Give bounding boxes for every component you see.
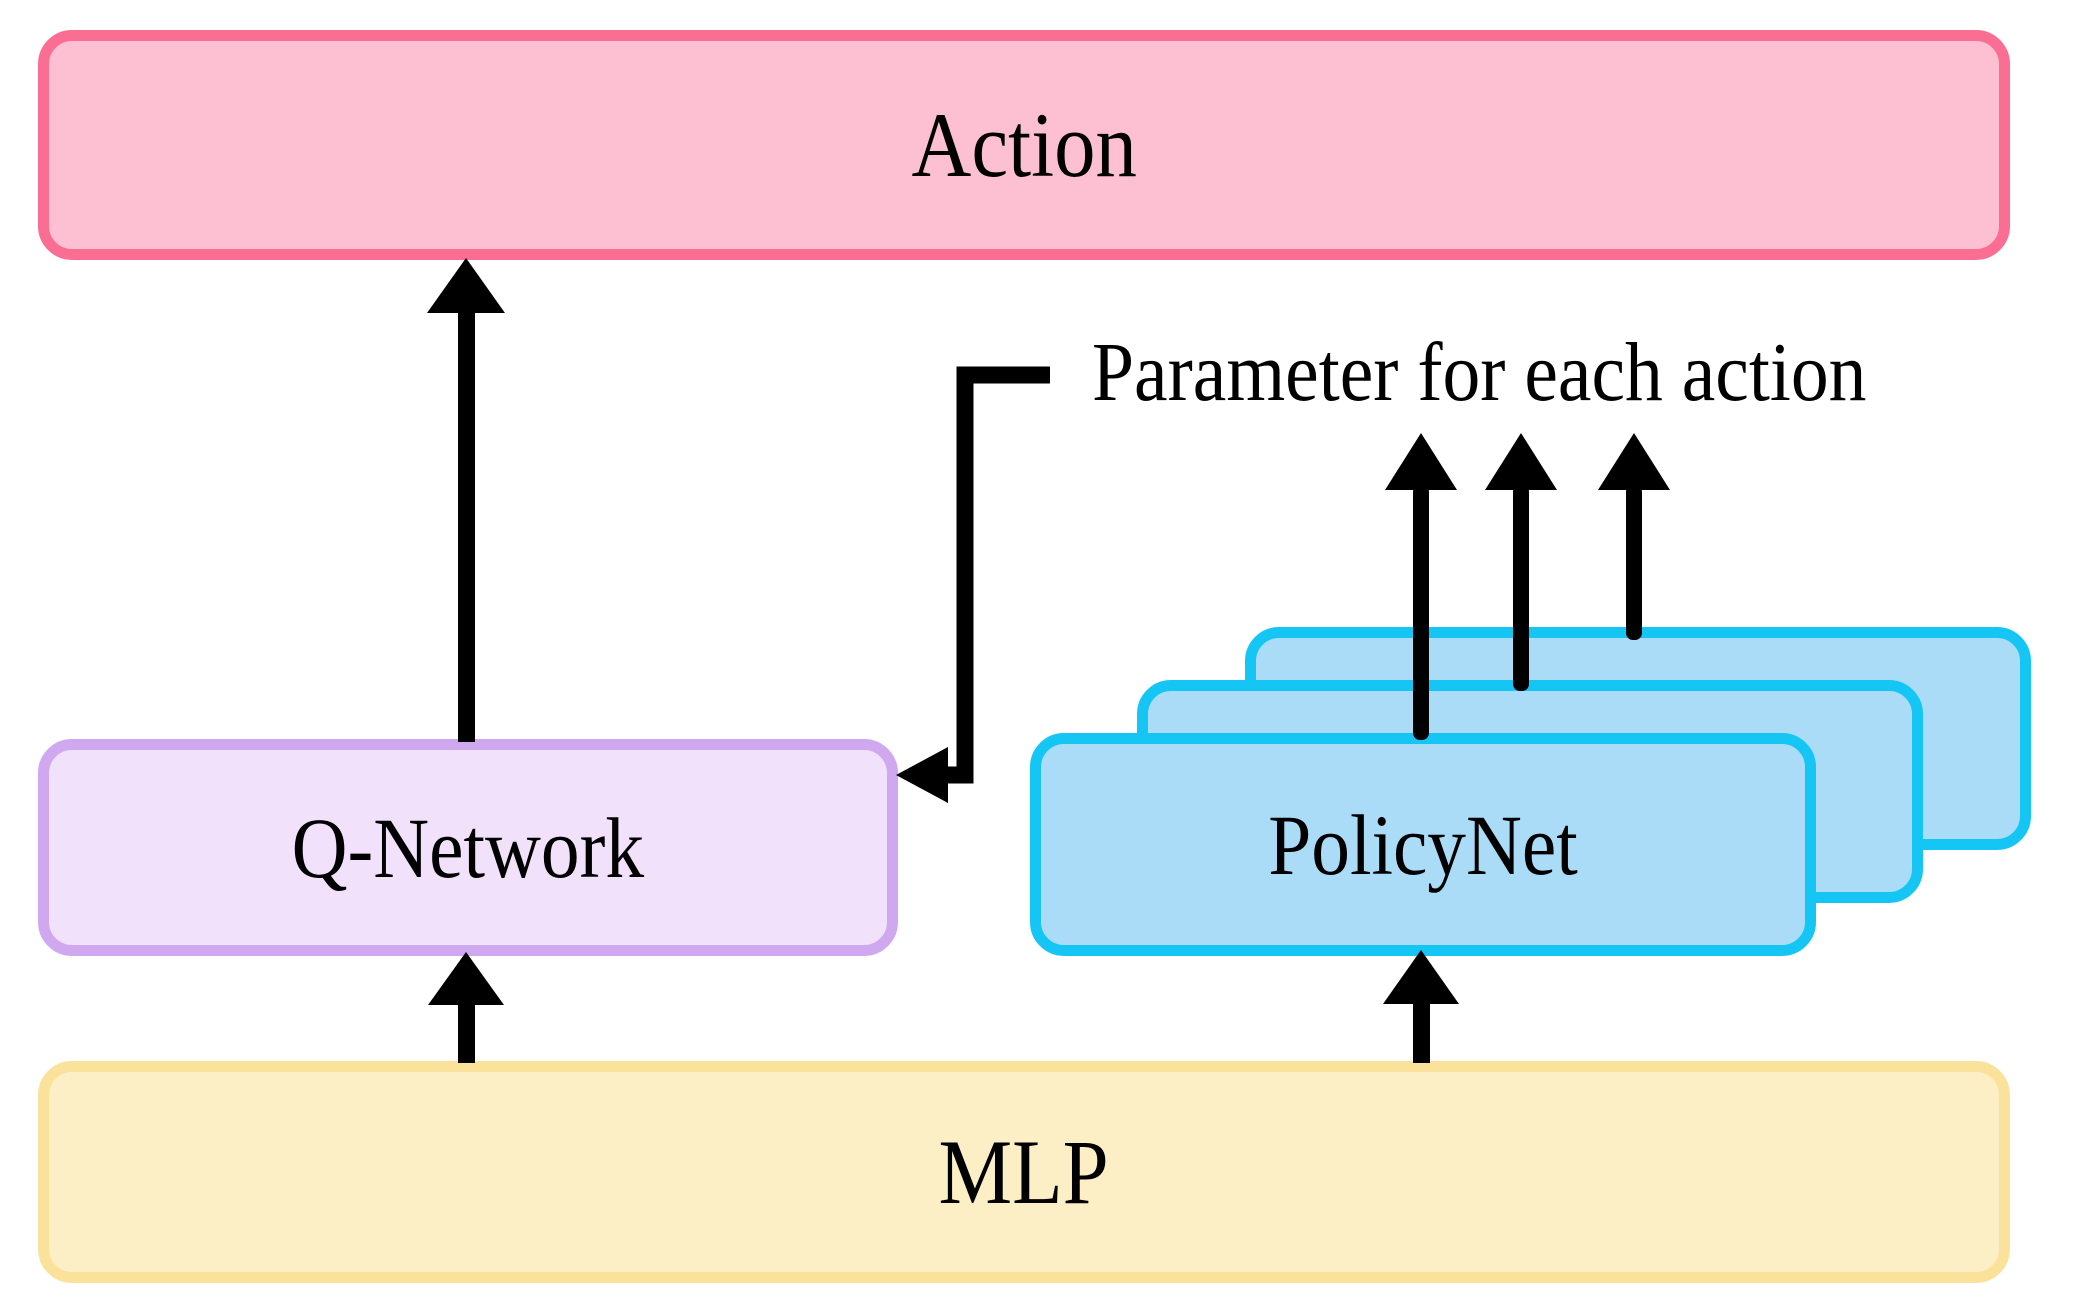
node-action-label: Action bbox=[911, 94, 1137, 196]
node-q-network[interactable]: Q-Network bbox=[38, 739, 898, 956]
edge-mlp-to-qnetwork bbox=[428, 952, 504, 1063]
node-mlp-label: MLP bbox=[938, 1121, 1110, 1223]
node-policynet-card-front[interactable]: PolicyNet bbox=[1030, 733, 1816, 956]
node-action[interactable]: Action bbox=[38, 30, 2010, 260]
edge-policynet-param-3 bbox=[1598, 433, 1670, 640]
node-mlp[interactable]: MLP bbox=[38, 1061, 2010, 1283]
node-policynet-label: PolicyNet bbox=[1268, 796, 1578, 893]
edge-params-to-qnetwork bbox=[896, 366, 1050, 803]
edge-qnetwork-to-action bbox=[427, 258, 505, 742]
annotation-parameter-for-each-action: Parameter for each action bbox=[1092, 326, 1867, 419]
node-q-network-label: Q-Network bbox=[291, 799, 645, 896]
edge-mlp-to-policynet bbox=[1383, 950, 1459, 1063]
